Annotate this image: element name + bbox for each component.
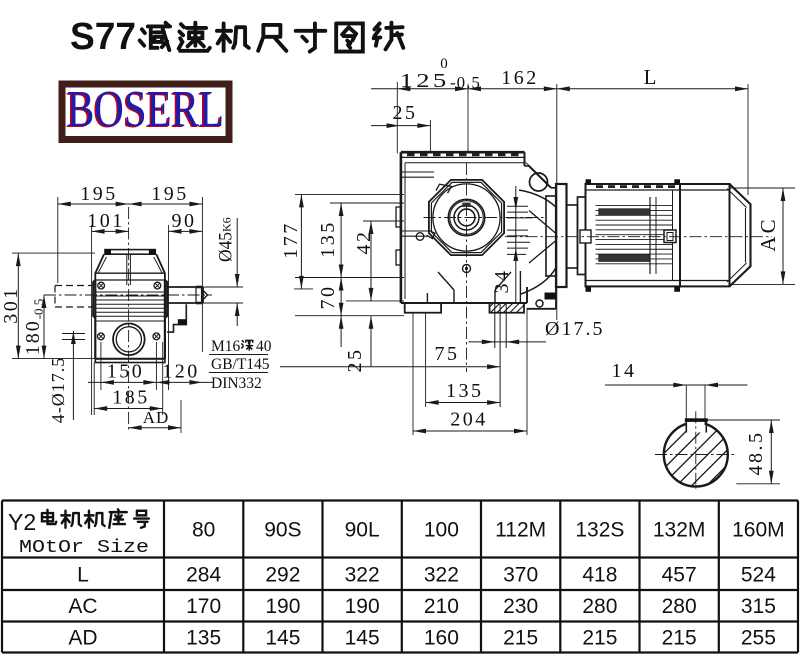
svg-text:215: 215 (662, 627, 697, 650)
svg-text:125: 125 (400, 70, 450, 92)
svg-text:160: 160 (424, 627, 459, 650)
svg-text:280: 280 (582, 595, 617, 618)
svg-text:190: 190 (265, 595, 300, 618)
svg-text:M16: M16 (211, 338, 241, 355)
svg-text:90: 90 (172, 210, 197, 232)
svg-text:Ø17.5: Ø17.5 (545, 318, 604, 340)
svg-text:BOSERL: BOSERL (65, 82, 222, 139)
svg-text:457: 457 (662, 564, 697, 587)
svg-text:150: 150 (107, 361, 145, 383)
svg-text:48.5: 48.5 (745, 431, 767, 476)
svg-text:135: 135 (446, 380, 484, 402)
svg-text:280: 280 (662, 595, 697, 618)
svg-text:90S: 90S (264, 519, 301, 542)
svg-text:135: 135 (317, 220, 339, 258)
svg-text:L: L (77, 564, 89, 587)
svg-text:370: 370 (503, 564, 538, 587)
svg-text:170: 170 (186, 595, 221, 618)
svg-text:90L: 90L (345, 519, 380, 542)
svg-text:MOtOr Size: MOtOr Size (19, 538, 149, 558)
svg-text:284: 284 (186, 564, 221, 587)
svg-text:101: 101 (87, 210, 125, 232)
svg-text:215: 215 (582, 627, 617, 650)
svg-text:418: 418 (582, 564, 617, 587)
svg-text:322: 322 (345, 564, 380, 587)
svg-text:100: 100 (424, 519, 459, 542)
svg-text:195: 195 (80, 183, 118, 205)
svg-text:AD: AD (143, 408, 170, 427)
svg-text:190: 190 (345, 595, 380, 618)
svg-text:70: 70 (317, 285, 339, 310)
svg-text:322: 322 (424, 564, 459, 587)
svg-text:75: 75 (435, 343, 460, 365)
svg-text:524: 524 (741, 564, 776, 587)
svg-text:AC: AC (756, 216, 780, 251)
svg-text:34: 34 (491, 269, 513, 294)
svg-text:230: 230 (503, 595, 538, 618)
svg-text:80: 80 (192, 519, 215, 542)
svg-text:DIN332: DIN332 (211, 375, 262, 392)
svg-text:AD: AD (68, 627, 97, 650)
svg-text:GB/T145: GB/T145 (211, 356, 270, 373)
svg-text:L: L (644, 65, 657, 89)
svg-text:215: 215 (503, 627, 538, 650)
svg-text:180-0.5: 180-0.5 (22, 299, 46, 356)
svg-text:14: 14 (612, 360, 637, 382)
svg-text:177: 177 (280, 221, 302, 259)
svg-text:S77: S77 (70, 16, 136, 58)
svg-text:0: 0 (440, 56, 448, 72)
svg-text:195: 195 (151, 183, 189, 205)
svg-text:-0.5: -0.5 (450, 73, 481, 92)
svg-text:255: 255 (741, 627, 776, 650)
svg-text:120: 120 (162, 361, 200, 383)
svg-text:112M: 112M (495, 519, 546, 542)
svg-text:40: 40 (256, 338, 272, 355)
svg-text:160M: 160M (732, 519, 785, 542)
svg-text:315: 315 (741, 595, 776, 618)
svg-text:135: 135 (186, 627, 221, 650)
svg-text:BOSERL: BOSERL (67, 81, 224, 138)
svg-text:4-Ø17.5: 4-Ø17.5 (48, 357, 68, 424)
svg-text:Y2: Y2 (8, 509, 36, 535)
svg-text:Ø45K6: Ø45K6 (216, 217, 237, 262)
svg-text:162: 162 (501, 67, 539, 89)
svg-text:145: 145 (345, 627, 380, 650)
svg-text:132M: 132M (653, 519, 706, 542)
svg-text:185: 185 (112, 387, 150, 409)
svg-text:301: 301 (0, 286, 22, 324)
svg-text:AC: AC (68, 595, 97, 618)
svg-text:25: 25 (393, 102, 418, 124)
svg-text:210: 210 (424, 595, 459, 618)
svg-text:132S: 132S (575, 519, 624, 542)
svg-text:145: 145 (265, 627, 300, 650)
svg-text:25: 25 (344, 348, 366, 373)
svg-text:292: 292 (265, 564, 300, 587)
svg-text:42: 42 (353, 230, 375, 255)
svg-text:204: 204 (450, 409, 488, 431)
